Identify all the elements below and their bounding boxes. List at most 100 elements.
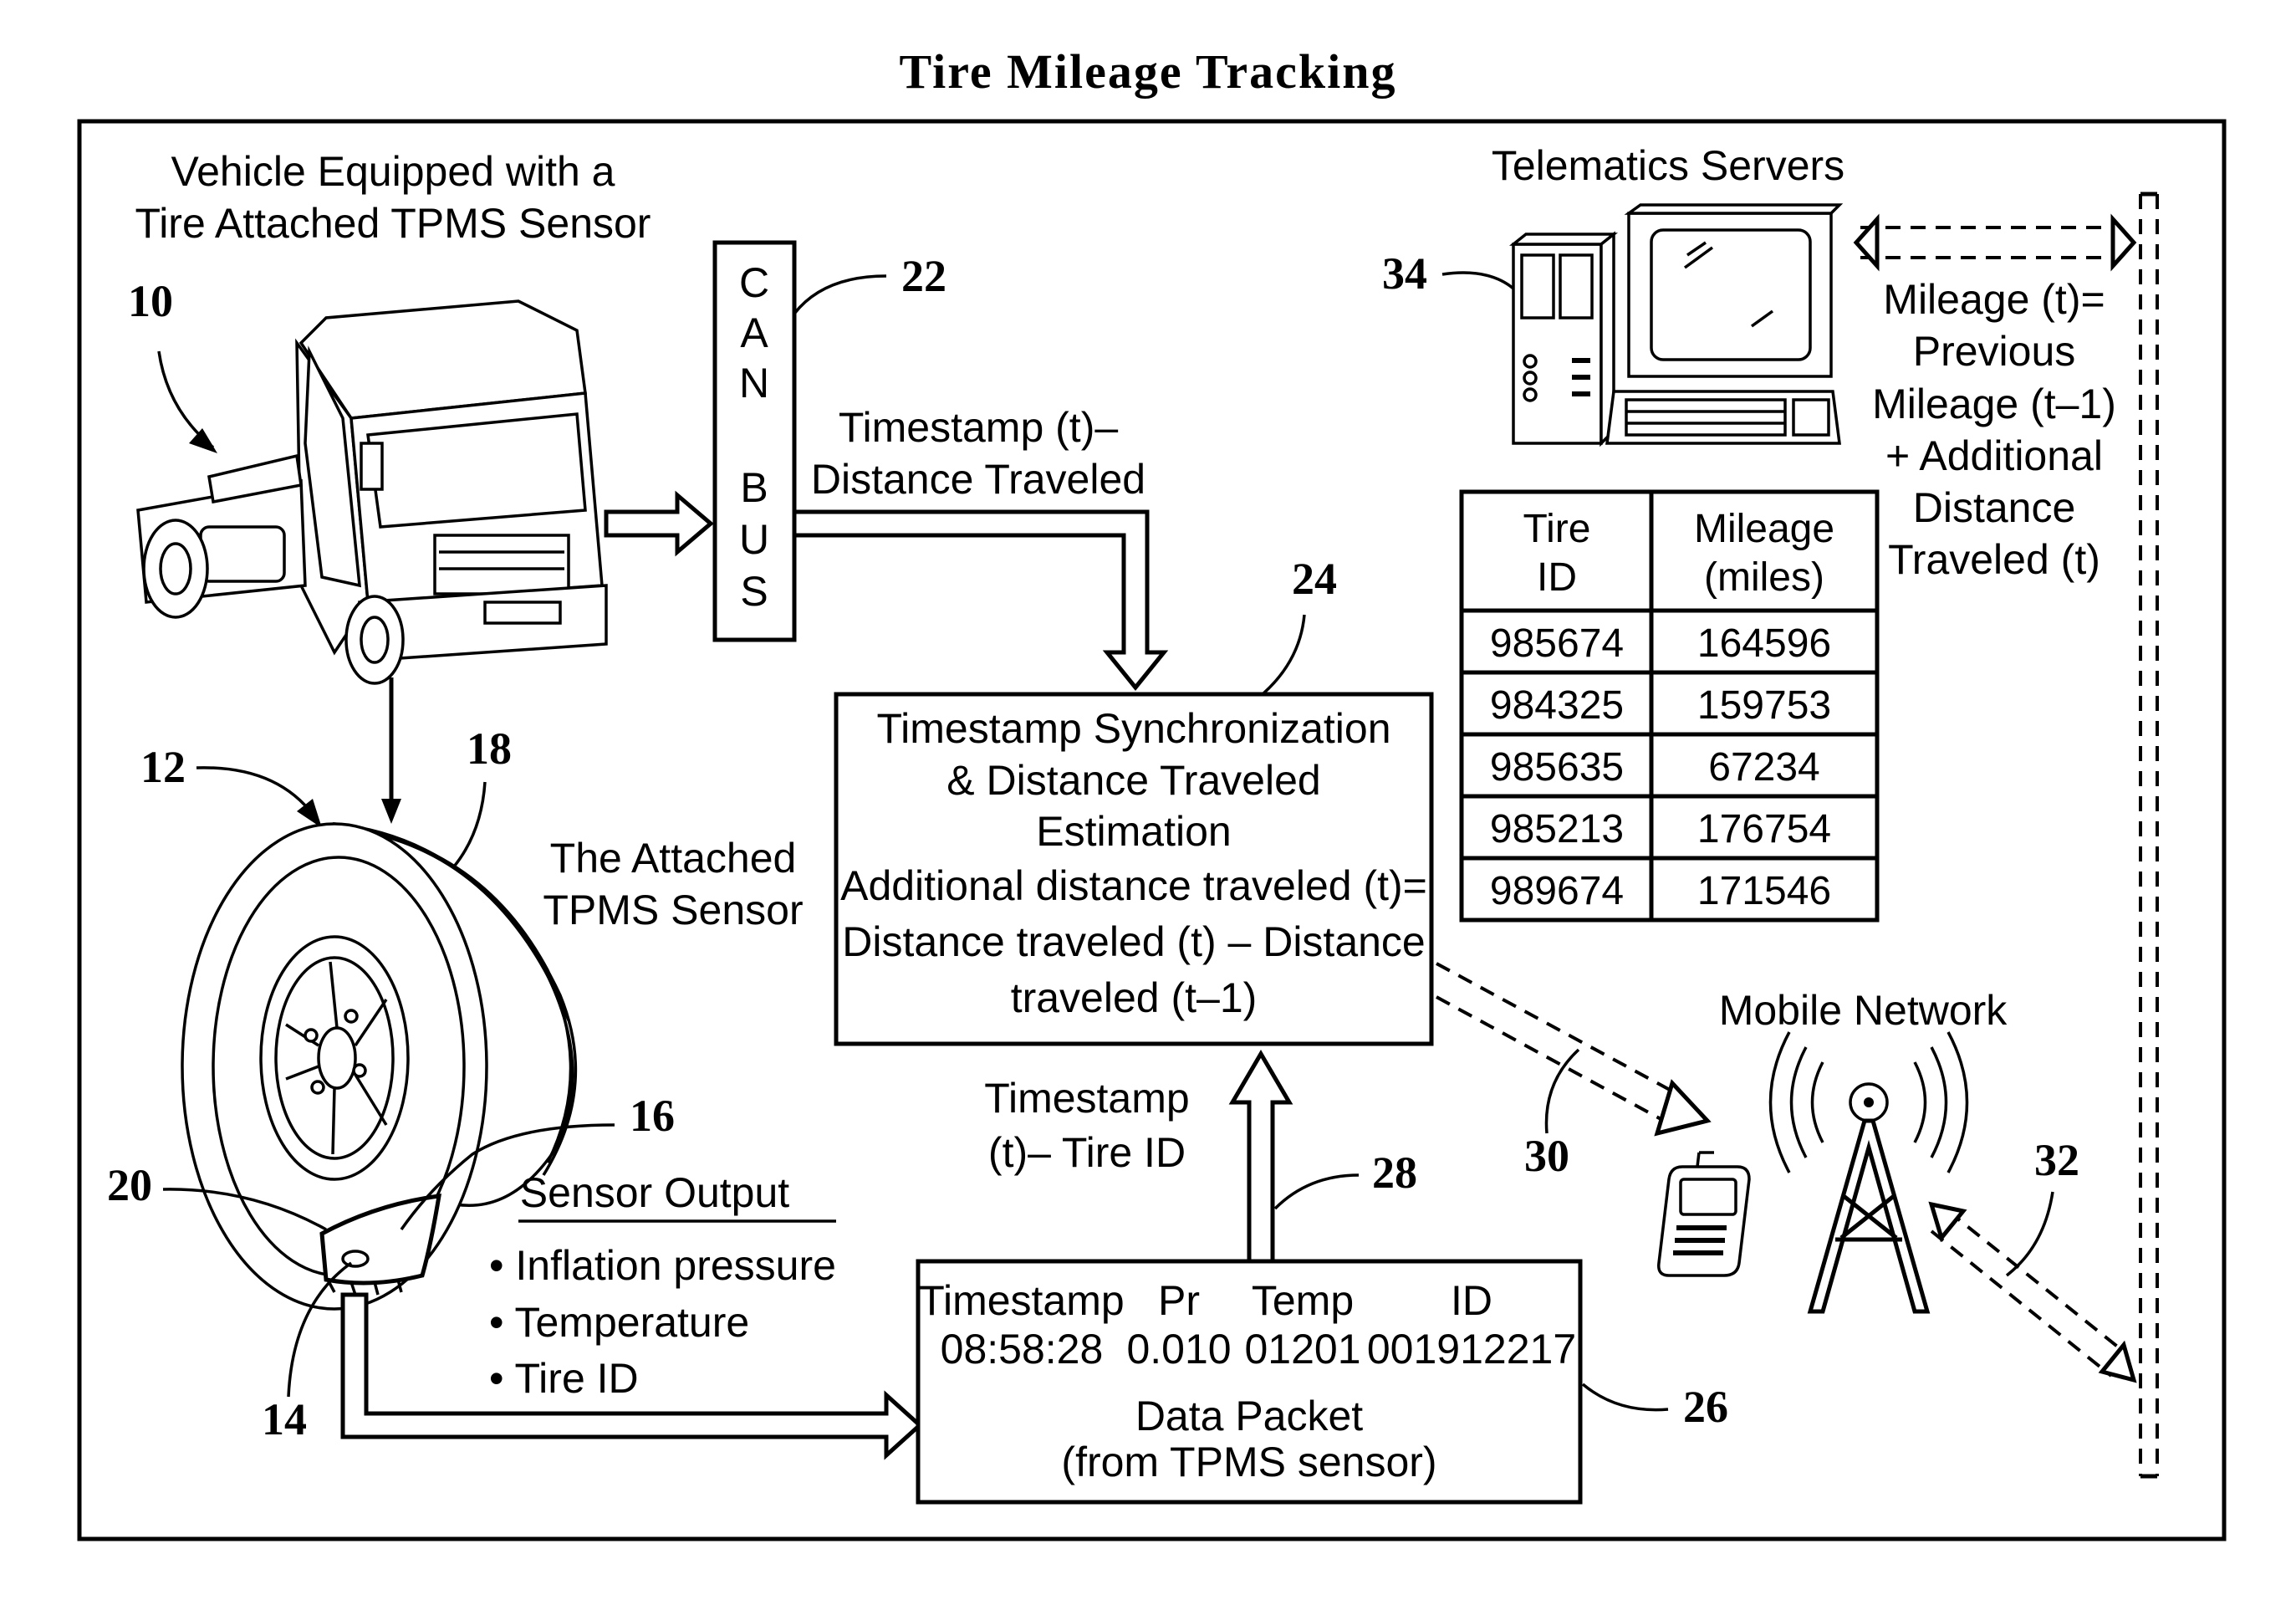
packet-value-temp: 01201 — [1244, 1326, 1360, 1373]
mileage-formula-line3: Mileage (t–1) — [1872, 381, 2116, 427]
ref-24-leader — [1263, 615, 1304, 694]
packet-header-temp: Temp — [1252, 1277, 1354, 1324]
packet-value-timestamp: 08:58:28 — [941, 1326, 1104, 1373]
sync-formula-line3: traveled (t–1) — [1011, 974, 1258, 1021]
table-cell-id: 985213 — [1490, 807, 1624, 851]
mobile-network-label: Mobile Network — [1719, 987, 2008, 1034]
server-computer-icon — [1513, 205, 1839, 443]
packet-to-sync-arrow — [1232, 1054, 1289, 1261]
ref-24: 24 — [1292, 554, 1337, 604]
table-cell-id: 984325 — [1490, 683, 1624, 728]
mobile-phone-icon — [1659, 1153, 1749, 1275]
timestamp-distance-line1: Timestamp (t)– — [839, 404, 1118, 451]
can-letter-c: C — [739, 259, 769, 306]
ref-22-leader — [794, 276, 886, 314]
mileage-formula-line2: Previous — [1913, 328, 2076, 375]
table-header-tire-id-line1: Tire — [1523, 507, 1591, 551]
mileage-formula-line5: Distance — [1913, 484, 2076, 531]
table-cell-mileage: 159753 — [1697, 683, 1831, 728]
can-letter-u: U — [739, 516, 769, 563]
mileage-formula-line6: Traveled (t) — [1888, 536, 2100, 583]
tower-network-dashed-arrow — [1931, 1204, 2134, 1380]
timestamp-tire-line1: Timestamp — [984, 1075, 1189, 1122]
sync-to-mobile-dashed-arrow — [1436, 964, 1707, 1133]
can-letter-a: A — [740, 309, 768, 356]
truck-to-can-arrow — [606, 495, 711, 552]
ref-26-leader — [1583, 1384, 1668, 1410]
table-header-mileage-line2: (miles) — [1704, 555, 1824, 600]
sensor-output-item: • Tire ID — [489, 1355, 639, 1402]
ref-34: 34 — [1382, 248, 1427, 299]
sensor-output-item: • Inflation pressure — [489, 1242, 836, 1289]
tire-icon — [182, 824, 575, 1309]
timestamp-distance-line2: Distance Traveled — [811, 456, 1145, 503]
packet-header-timestamp: Timestamp — [919, 1277, 1124, 1324]
timestamp-distance-label: Timestamp (t)– Distance Traveled — [811, 404, 1145, 503]
mileage-formula: Mileage (t)= Previous Mileage (t–1) + Ad… — [1872, 276, 2116, 583]
server-network-dashed-arrow — [1856, 219, 2134, 266]
vehicle-label-line2: Tire Attached TPMS Sensor — [135, 200, 651, 247]
sensor-output-item: • Temperature — [489, 1299, 749, 1346]
vehicle-label: Vehicle Equipped with a Tire Attached TP… — [135, 148, 651, 247]
ref-12-arrowhead — [297, 799, 322, 828]
sync-line3: Estimation — [1036, 808, 1231, 855]
can-letter-b: B — [740, 464, 768, 511]
timestamp-tire-line2: (t)– Tire ID — [988, 1129, 1186, 1176]
ref-22: 22 — [901, 251, 946, 301]
ref-14: 14 — [262, 1394, 307, 1444]
table-cell-mileage: 67234 — [1708, 745, 1819, 790]
servers-title: Telematics Servers — [1492, 142, 1844, 189]
ref-30: 30 — [1524, 1131, 1569, 1181]
ref-20: 20 — [107, 1160, 152, 1210]
ref-10-arrowhead — [189, 428, 217, 453]
ref-10: 10 — [128, 276, 173, 326]
truck-icon — [138, 301, 606, 683]
table-cell-id: 989674 — [1490, 869, 1624, 913]
packet-caption-line1: Data Packet — [1135, 1393, 1363, 1439]
ref-30-leader — [1546, 1050, 1579, 1133]
can-letter-n: N — [739, 360, 769, 406]
sync-formula-line1: Additional distance traveled (t)= — [840, 862, 1427, 909]
packet-header-id: ID — [1451, 1277, 1492, 1324]
ref-28-leader — [1275, 1175, 1359, 1209]
table-cell-mileage: 176754 — [1697, 807, 1831, 851]
attached-sensor-label: The Attached TPMS Sensor — [543, 835, 803, 933]
ref-28: 28 — [1372, 1148, 1417, 1198]
ref-32: 32 — [2034, 1135, 2079, 1185]
ref-26: 26 — [1683, 1382, 1728, 1432]
diagram-title: Tire Mileage Tracking — [899, 44, 1396, 99]
packet-caption-line2: (from TPMS sensor) — [1061, 1439, 1436, 1485]
packet-value-pr: 0.010 — [1126, 1326, 1231, 1373]
attached-sensor-line2: TPMS Sensor — [543, 887, 803, 933]
tire-mileage-table: Tire ID Mileage (miles) 985674 164596 98… — [1462, 492, 1877, 920]
table-header-mileage-line1: Mileage — [1694, 507, 1834, 551]
vehicle-to-tire-arrowhead — [381, 799, 401, 824]
ref-34-leader — [1442, 273, 1513, 289]
packet-value-id: 001912217 — [1367, 1326, 1576, 1373]
attached-sensor-line1: The Attached — [550, 835, 797, 882]
mileage-formula-line1: Mileage (t)= — [1883, 276, 2105, 323]
can-letter-s: S — [740, 568, 768, 615]
table-cell-mileage: 171546 — [1697, 869, 1831, 913]
table-cell-mileage: 164596 — [1697, 621, 1831, 666]
sync-formula-line2: Distance traveled (t) – Distance — [842, 918, 1426, 965]
table-cell-id: 985674 — [1490, 621, 1624, 666]
timestamp-tire-id-label: Timestamp (t)– Tire ID — [984, 1075, 1189, 1176]
ref-18: 18 — [467, 723, 512, 774]
can-to-sync-arrow — [794, 512, 1164, 688]
mileage-formula-line4: + Additional — [1885, 432, 2103, 479]
sync-line2: & Distance Traveled — [946, 757, 1320, 804]
vehicle-label-line1: Vehicle Equipped with a — [171, 148, 615, 195]
ref-12: 12 — [140, 742, 186, 792]
cell-tower-icon — [1771, 1032, 1967, 1311]
sensor-output-title: Sensor Output — [520, 1169, 790, 1216]
sync-line1: Timestamp Synchronization — [876, 705, 1390, 752]
sensor-output-list: Sensor Output • Inflation pressure • Tem… — [489, 1169, 836, 1402]
ref-16: 16 — [630, 1091, 675, 1141]
table-header-tire-id-line2: ID — [1537, 555, 1577, 600]
network-backbone-bar — [2140, 194, 2157, 1476]
packet-header-pr: Pr — [1158, 1277, 1200, 1324]
ref-12-leader — [196, 768, 314, 815]
table-cell-id: 985635 — [1490, 745, 1624, 790]
